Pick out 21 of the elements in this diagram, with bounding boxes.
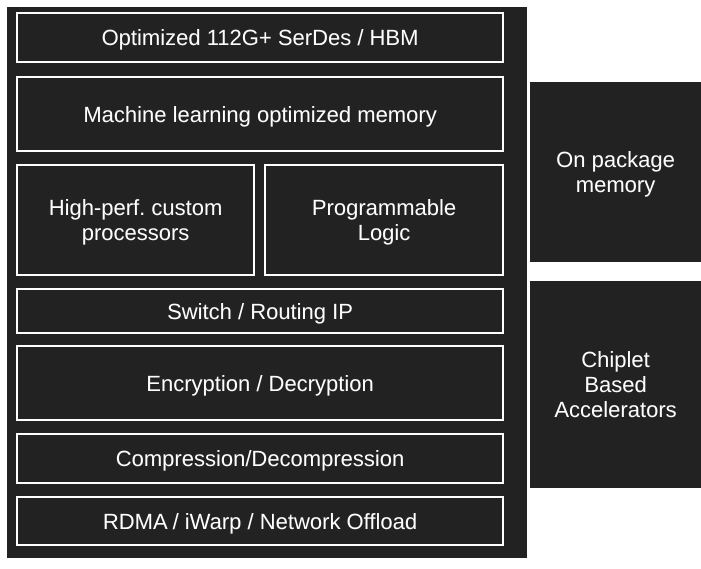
side-block xyxy=(530,82,701,262)
block-box xyxy=(16,496,504,546)
panel-background xyxy=(7,7,527,558)
block-label: Switch / Routing IP xyxy=(166,298,354,324)
block-label: Optimized 112G+ SerDes / HBM xyxy=(100,25,420,50)
block-box xyxy=(16,76,504,152)
block-label: Programmable Logic xyxy=(310,195,458,245)
block-box xyxy=(16,345,504,421)
block-box xyxy=(16,433,504,484)
block-label: RDMA / iWarp / Network Offload xyxy=(102,508,418,534)
block-label: On package memory xyxy=(555,147,676,197)
block-label: High-perf. custom processors xyxy=(48,195,224,245)
block-box xyxy=(16,12,504,63)
block-label: Machine learning optimized memory xyxy=(82,102,438,126)
block-label: Compression/Decompression xyxy=(114,446,406,471)
block-label: Encryption / Decryption xyxy=(145,370,375,396)
side-block xyxy=(530,281,701,488)
block-box xyxy=(16,164,255,276)
block-box xyxy=(16,288,504,334)
block-label: Chiplet Based Accelerators xyxy=(553,347,678,422)
block-box xyxy=(264,164,504,276)
